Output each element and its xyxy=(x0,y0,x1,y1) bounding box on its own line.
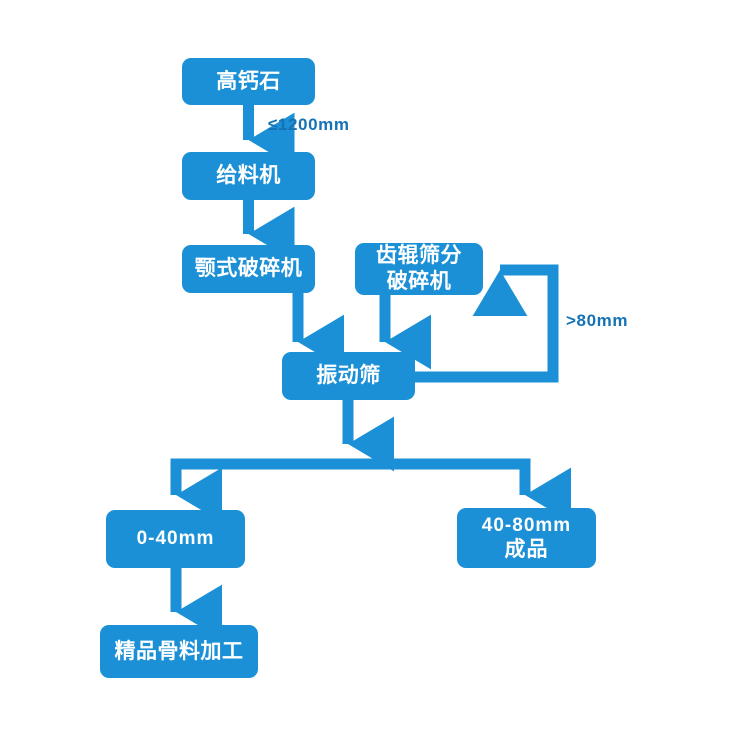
node-roller-label-line1: 齿辊筛分 xyxy=(376,244,462,268)
node-fine-aggregate-processing[interactable]: 精品骨料加工 xyxy=(100,625,258,678)
node-jaw-crusher[interactable]: 颚式破碎机 xyxy=(182,245,315,293)
node-fine-aggregate-processing-label: 精品骨料加工 xyxy=(114,639,244,663)
edge-label-input-size: ≤1200mm xyxy=(268,115,350,134)
node-product-40-80mm-sublabel: 成品 xyxy=(504,537,549,561)
node-jaw-crusher-label: 颚式破碎机 xyxy=(194,257,303,281)
node-roller-screening-crusher[interactable]: 齿辊筛分 破碎机 xyxy=(355,243,483,295)
connector-splitter-left xyxy=(170,458,348,523)
node-roller-label-line2: 破碎机 xyxy=(386,270,452,293)
node-feeder-label: 给料机 xyxy=(216,164,281,188)
node-product-40-80mm-label: 40-80mm xyxy=(481,514,572,536)
node-raw-material-label: 高钙石 xyxy=(216,69,281,93)
edge-label-oversize-return: >80mm xyxy=(566,311,629,330)
node-vibrating-screen[interactable]: 振动筛 xyxy=(282,352,415,400)
node-vibrating-screen-label: 振动筛 xyxy=(316,364,381,388)
node-feeder[interactable]: 给料机 xyxy=(182,152,315,200)
node-product-40-80mm[interactable]: 40-80mm 成品 xyxy=(457,508,596,568)
node-product-0-40mm[interactable]: 0-40mm xyxy=(106,510,245,568)
node-raw-material[interactable]: 高钙石 xyxy=(182,58,315,105)
connector-splitter-right xyxy=(348,458,572,523)
node-product-0-40mm-label: 0-40mm xyxy=(136,528,215,550)
